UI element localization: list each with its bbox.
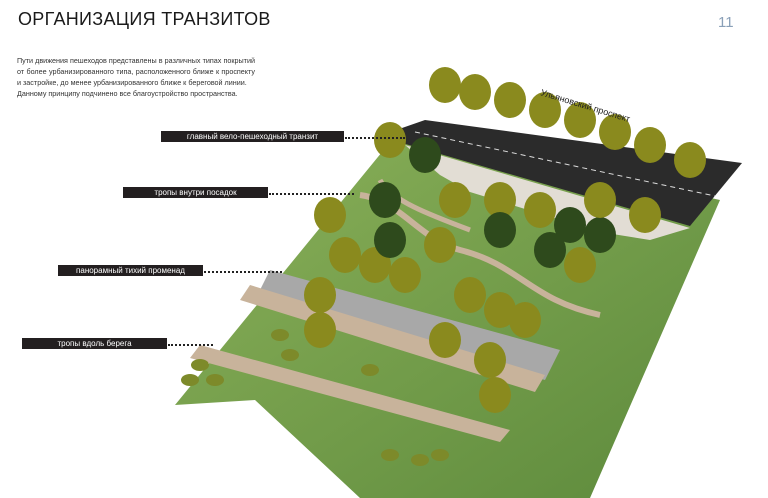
- tree: [424, 227, 456, 263]
- tree: [634, 127, 666, 163]
- tree: [454, 277, 486, 313]
- tree: [479, 377, 511, 413]
- label-shore-trails: тропы вдоль берега: [22, 338, 167, 349]
- tree: [494, 82, 526, 118]
- label-panoramic-promenade: панорамный тихий променад: [58, 265, 203, 276]
- tree: [584, 182, 616, 218]
- tree: [389, 257, 421, 293]
- leader-line: [269, 193, 354, 195]
- leader-line: [345, 137, 405, 139]
- trees: [181, 67, 706, 466]
- label-inner-trails: тропы внутри посадок: [123, 187, 268, 198]
- tree: [304, 312, 336, 348]
- shrub: [431, 449, 449, 461]
- tree: [429, 322, 461, 358]
- shrub: [281, 349, 299, 361]
- tree: [484, 212, 516, 248]
- tree: [429, 67, 461, 103]
- main-transit-path: [405, 145, 690, 240]
- road: [402, 120, 742, 226]
- shrub: [271, 329, 289, 341]
- tree: [584, 217, 616, 253]
- shrub: [381, 449, 399, 461]
- leader-line: [204, 271, 282, 273]
- description-paragraph: Данному принципу подчинено все благоустр…: [17, 89, 238, 98]
- tree: [534, 232, 566, 268]
- tree: [674, 142, 706, 178]
- tree: [374, 122, 406, 158]
- tree: [564, 102, 596, 138]
- tree: [484, 292, 516, 328]
- tree: [409, 137, 441, 173]
- shrub: [411, 454, 429, 466]
- tree: [484, 182, 516, 218]
- page-title: ОРГАНИЗАЦИЯ ТРАНЗИТОВ: [18, 9, 271, 29]
- tree: [459, 74, 491, 110]
- shrub: [181, 374, 199, 386]
- tree: [524, 192, 556, 228]
- tree: [369, 182, 401, 218]
- tree: [474, 342, 506, 378]
- tree: [329, 237, 361, 273]
- tree: [374, 222, 406, 258]
- tree: [529, 92, 561, 128]
- shrub: [361, 364, 379, 376]
- tree: [304, 277, 336, 313]
- description: Пути движения пешеходов представлены в р…: [17, 55, 255, 99]
- tree: [509, 302, 541, 338]
- tree: [599, 114, 631, 150]
- page-number: 11: [718, 14, 734, 31]
- tree: [314, 197, 346, 233]
- tree: [629, 197, 661, 233]
- label-main-transit: главный вело-пешеходный транзит: [161, 131, 344, 142]
- tree: [439, 182, 471, 218]
- description-paragraph: Пути движения пешеходов представлены в р…: [17, 56, 255, 87]
- shrub: [206, 374, 224, 386]
- tree: [564, 247, 596, 283]
- shore-path: [190, 345, 510, 442]
- shrub: [191, 359, 209, 371]
- leader-line: [168, 344, 213, 346]
- road-marking: [414, 131, 716, 197]
- tree: [554, 207, 586, 243]
